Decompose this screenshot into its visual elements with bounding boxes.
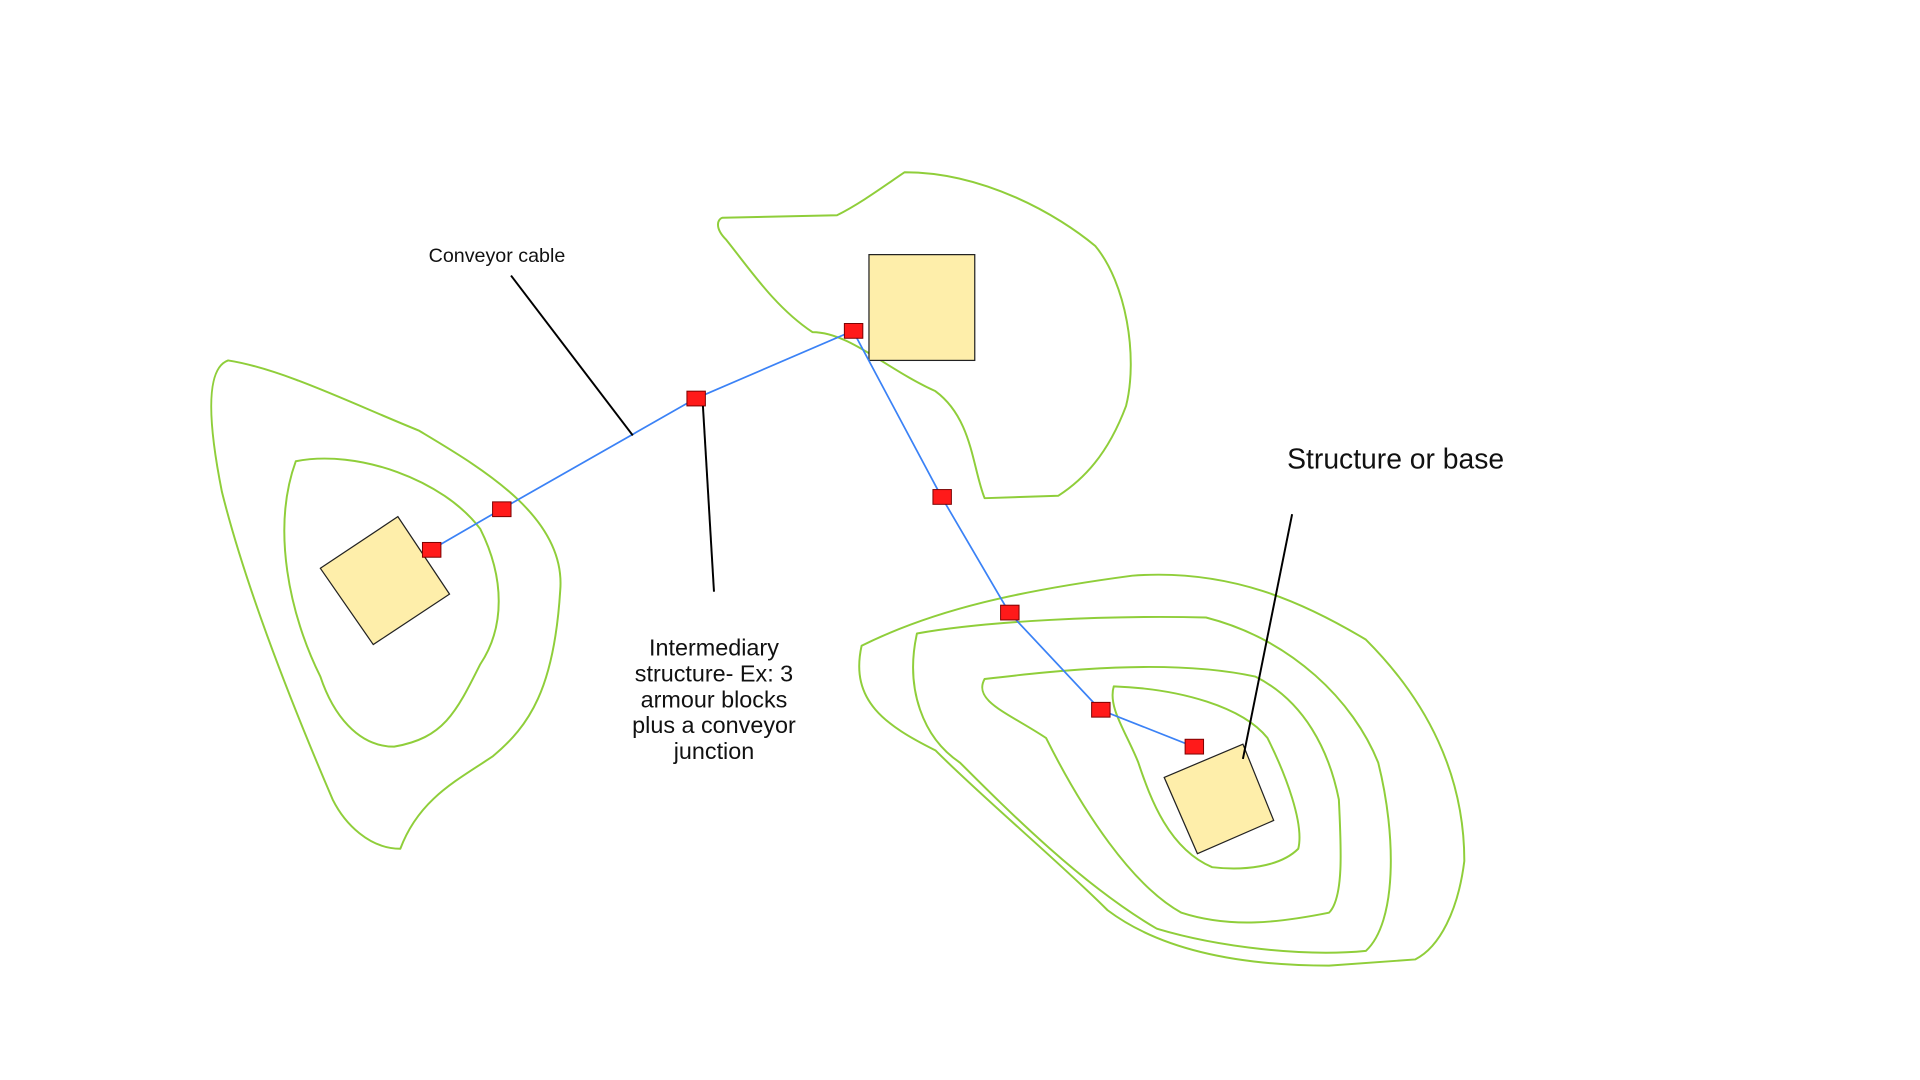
- terrain-contours: [210, 171, 1466, 967]
- conveyor-cable-callout-line: [510, 274, 634, 437]
- conveyor-node: [492, 501, 512, 518]
- conveyor-node: [1000, 604, 1020, 621]
- conveyor-cable-label: Conveyor cable: [429, 245, 566, 267]
- conveyor-node: [1184, 738, 1205, 755]
- right-island-contour-4: [1111, 685, 1301, 870]
- intermediary-label-line: plus a conveyor: [632, 712, 796, 738]
- right-island-contour-1: [858, 573, 1466, 967]
- conveyor-cable-line: [430, 329, 1195, 748]
- conveyor-node: [843, 323, 864, 339]
- conveyor-node: [932, 489, 952, 505]
- conveyor-node: [421, 541, 442, 558]
- left-structure: [319, 515, 451, 646]
- right-island-contour-2: [912, 615, 1392, 954]
- intermediary-label: Intermediary structure- Ex: 3 armour blo…: [632, 635, 796, 764]
- intermediary-callout-line: [701, 405, 715, 592]
- left-island-inner-contour: [283, 457, 500, 748]
- top-island-contour: [717, 171, 1132, 500]
- conveyor-nodes: [421, 323, 1205, 755]
- intermediary-label-line: armour blocks: [641, 686, 788, 712]
- structure-callout-line: [1241, 513, 1294, 760]
- top-structure: [868, 254, 976, 362]
- intermediary-label-line: Intermediary: [649, 635, 779, 661]
- right-structure: [1163, 743, 1275, 855]
- intermediary-label-line: structure- Ex: 3: [635, 660, 793, 686]
- intermediary-label-line: junction: [673, 738, 755, 764]
- left-island-outer-contour: [210, 359, 562, 850]
- right-island-contour-3: [981, 665, 1342, 924]
- conveyor-node: [1091, 701, 1111, 718]
- structure-label: Structure or base: [1287, 443, 1504, 475]
- conveyor-node: [686, 390, 706, 407]
